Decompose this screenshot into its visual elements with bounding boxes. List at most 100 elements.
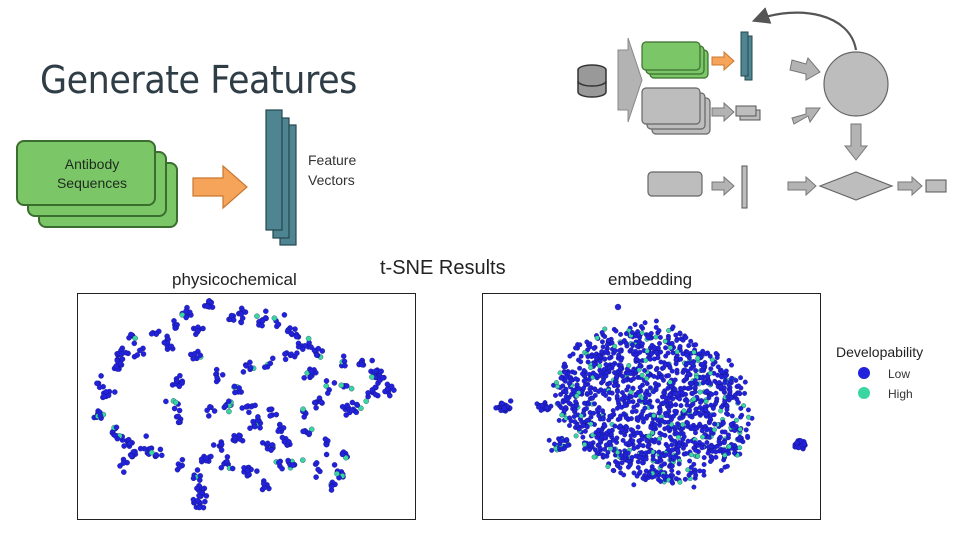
scatter-point: [573, 345, 578, 351]
scatter-point: [218, 441, 225, 448]
scatter-point: [609, 390, 615, 396]
scatter-point: [686, 385, 692, 391]
scatter-point: [666, 328, 672, 333]
scatter-point: [708, 459, 713, 464]
scatter-point: [574, 422, 580, 428]
scatter-point: [183, 308, 189, 314]
legend-high-label: High: [888, 387, 913, 401]
scatter-point: [660, 400, 666, 406]
scatter-point: [738, 375, 744, 381]
scatter-point: [567, 415, 573, 421]
scatter-point: [96, 384, 103, 391]
scatter-point: [667, 345, 673, 351]
scatter-point: [323, 378, 330, 384]
scatter-point: [709, 391, 715, 397]
scatter-point: [667, 434, 673, 440]
scatter-point: [605, 464, 611, 469]
scatter-point: [801, 441, 807, 447]
scatter-point: [667, 379, 673, 385]
scatter-point: [642, 367, 648, 373]
scatter-point: [120, 460, 127, 466]
scatter-point: [672, 408, 678, 414]
scatter-point: [663, 452, 669, 458]
scatter-point: [558, 375, 564, 381]
scatter-point: [213, 366, 220, 373]
scatter-point: [238, 319, 245, 326]
scatter-point: [711, 427, 717, 433]
scatter-point: [584, 406, 589, 411]
scatter-point: [561, 408, 567, 414]
scatter-point: [612, 423, 618, 429]
pipeline-arrow-to-circle-bottom: [791, 107, 821, 125]
scatter-point: [315, 345, 322, 352]
scatter-point: [674, 337, 680, 343]
scatter-point: [143, 433, 149, 439]
scatter-point: [300, 406, 306, 412]
scatter-point: [226, 408, 232, 415]
scatter-point: [637, 363, 643, 369]
scatter-point: [594, 335, 600, 341]
scatter-point: [644, 348, 650, 354]
scatter-point: [594, 450, 600, 456]
scatter-point: [499, 400, 505, 407]
scatter-point: [372, 391, 379, 398]
scatter-point: [140, 351, 147, 357]
scatter-point: [718, 468, 724, 473]
scatter-point: [344, 402, 350, 409]
scatter-point: [672, 391, 677, 397]
scatter-point: [581, 385, 587, 391]
scatter-point: [693, 342, 699, 348]
scatter-point: [726, 450, 732, 456]
scatter-point: [190, 475, 197, 482]
scatter-point: [177, 372, 183, 379]
scatter-point: [275, 428, 281, 434]
scatter-point: [737, 434, 743, 440]
scatter-point: [716, 380, 722, 385]
scatter-point: [593, 372, 599, 378]
scatter-point: [667, 392, 673, 398]
scatter-point: [699, 428, 705, 434]
scatter-point: [656, 449, 662, 455]
scatter-point: [614, 405, 620, 411]
scatter-point: [703, 412, 709, 417]
scatter-point: [681, 434, 687, 440]
scatter-point: [313, 460, 320, 466]
scatter-point: [588, 421, 594, 427]
scatter-point: [631, 446, 637, 451]
scatter-point: [677, 396, 683, 402]
scatter-point: [645, 335, 651, 341]
scatter-point: [635, 389, 641, 395]
scatter-point: [689, 381, 695, 387]
scatter-point: [323, 441, 330, 448]
scatter-point: [617, 348, 623, 353]
scatter-point: [313, 405, 319, 411]
scatter-point: [743, 427, 749, 433]
scatter-point: [614, 435, 620, 441]
scatter-point: [593, 355, 599, 361]
scatter-point: [634, 430, 640, 436]
scatter-point: [629, 330, 635, 335]
scatter-point: [344, 383, 350, 389]
scatter-point: [633, 393, 639, 398]
scatter-point: [267, 406, 274, 413]
scatter-point: [328, 483, 335, 490]
scatter-point: [323, 451, 330, 458]
scatter-point: [610, 408, 616, 414]
scatter-point: [176, 407, 183, 414]
scatter-point: [194, 467, 201, 473]
scatter-point: [640, 475, 646, 481]
scatter-point: [128, 331, 134, 338]
tsne-results-title: t-SNE Results: [380, 257, 506, 279]
scatter-point: [577, 342, 583, 348]
scatter-point: [635, 424, 641, 430]
scatter-point: [204, 407, 210, 414]
scatter-point: [618, 357, 624, 363]
scatter-point: [682, 476, 688, 482]
scatter-point: [653, 318, 659, 324]
scatter-point: [662, 461, 668, 467]
scatter-point: [354, 401, 360, 408]
scatter-point: [644, 388, 650, 394]
scatter-point: [580, 422, 586, 428]
plot-right-frame: [482, 293, 821, 520]
scatter-point: [549, 447, 555, 453]
